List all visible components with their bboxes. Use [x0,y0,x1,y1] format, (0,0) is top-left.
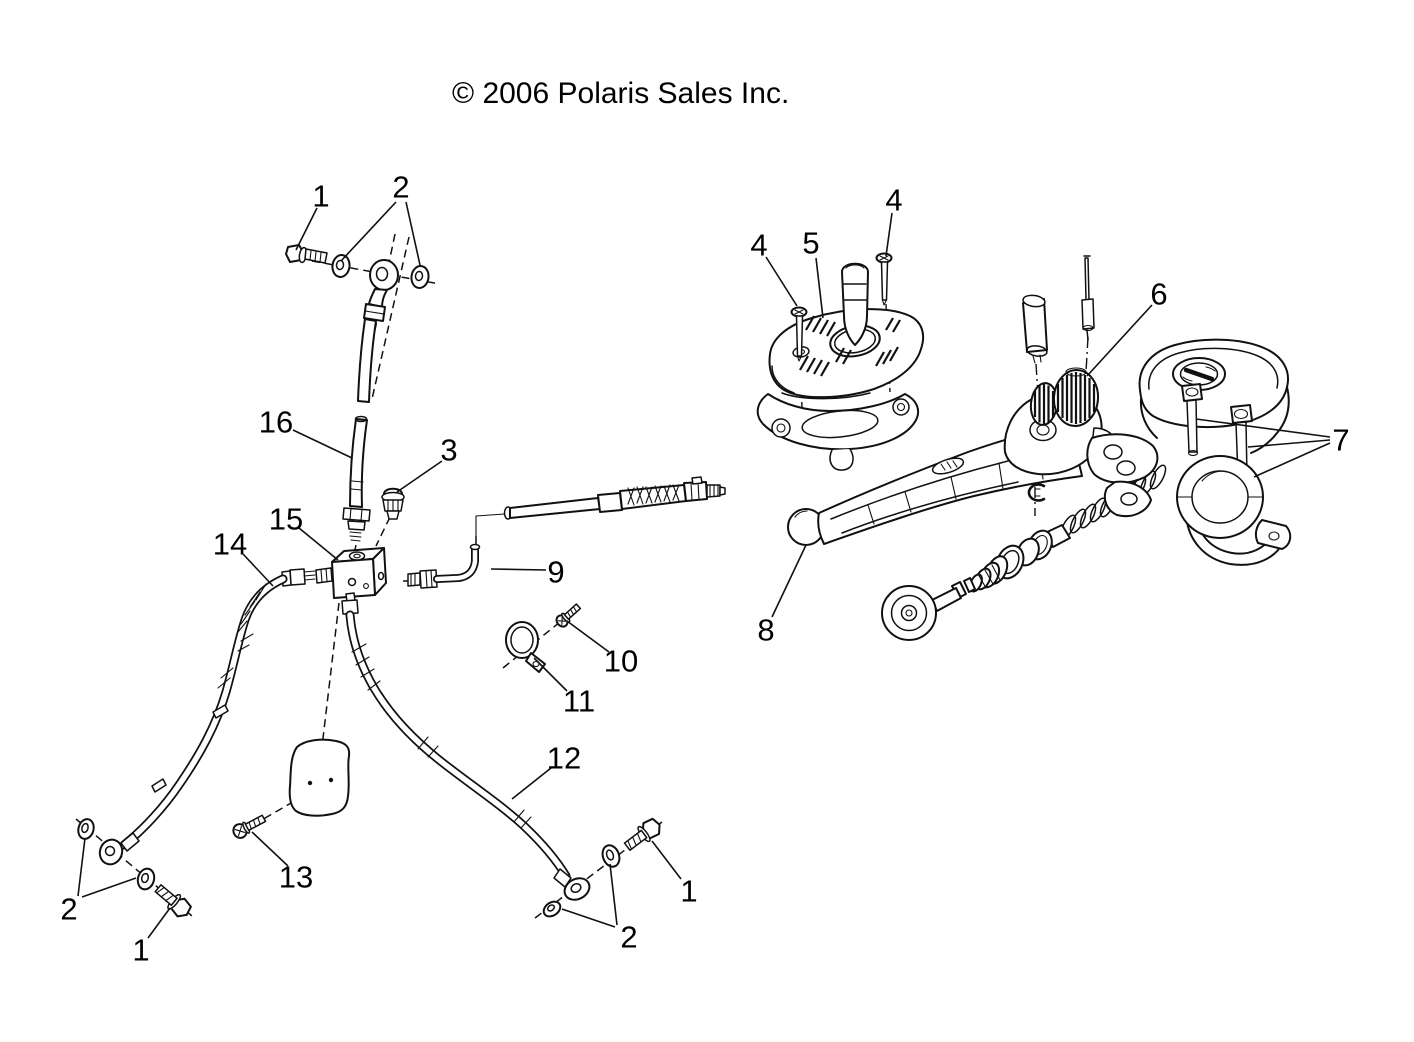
callout-label-4: 4 [750,228,767,263]
banjo-bolt-bottom-mid [623,817,661,851]
banjo-bolt-bottom-left [154,884,192,918]
callout-leader-14 [242,553,274,587]
screw-13 [232,814,267,839]
callout-label-16: 16 [259,405,293,440]
callout-leader-2 [81,877,137,898]
callout-label-11: 11 [563,684,595,719]
callout-leader-8 [771,544,807,618]
washer-bottom-mid-a [601,844,621,868]
callout-label-2: 2 [392,170,409,205]
alignment-dashes [75,233,1089,919]
brake-line-9-elbow [407,513,506,589]
pivot-bolt-top [285,244,328,264]
piston-assembly [881,464,1167,641]
callout-leader-7 [1253,442,1331,478]
washer-bottom-left-a [77,818,95,840]
callout-label-2: 2 [620,920,637,955]
callout-label-1: 1 [680,874,697,909]
callout-leader-7 [1195,418,1331,438]
reservoir-base [756,393,920,471]
plunger-pin [1022,294,1048,364]
washer-top-left [331,254,351,278]
callout-label-14: 14 [213,527,247,562]
callout-leader-7 [1247,439,1331,448]
callout-label-4: 4 [885,183,902,218]
cover-screw-4-left [790,306,808,362]
washer-bottom-mid-b [542,900,562,918]
callout-label-3: 3 [440,433,457,468]
callout-leader-3 [396,460,443,493]
mounting-pad [288,738,351,817]
master-cylinder-body [1086,338,1292,566]
knurled-adjuster [1029,367,1100,427]
callout-leader-10 [566,620,610,653]
callout-leader-2 [561,908,616,928]
callout-leader-1 [147,907,171,939]
callout-label-9: 9 [547,555,564,590]
callout-label-10: 10 [604,644,638,679]
callout-label-1: 1 [132,933,149,968]
reservoir-cover [768,308,925,400]
pressure-switch-fitting [381,487,405,520]
callout-label-1: 1 [312,179,329,214]
cover-screw-4-right [875,252,893,306]
brake-line-9-long-section [503,476,726,520]
callout-leader-1 [295,207,318,251]
callout-leader-11 [533,657,568,692]
callout-leader-1 [651,840,682,880]
callout-leader-2 [405,201,421,266]
callout-leader-2 [609,863,618,926]
callout-label-2: 2 [60,892,77,927]
rod-end-eyelet [363,259,399,322]
brake-hose-12 [341,592,591,901]
callout-leader-6 [1086,304,1153,377]
callout-label-6: 6 [1150,277,1167,312]
callout-label-5: 5 [802,226,819,261]
copyright-text: © 2006 Polaris Sales Inc. [452,77,789,110]
washer-bottom-left-b [136,867,156,891]
callout-leader-2 [77,837,86,897]
junction-block [315,547,387,599]
callout-leader-12 [511,767,552,800]
callout-label-8: 8 [757,613,774,648]
callout-leader-13 [251,831,289,867]
callout-leader-5 [815,257,824,319]
callout-label-15: 15 [269,502,303,537]
callout-leader-4 [765,256,798,307]
brake-hose-14 [98,568,316,866]
callout-leader-16 [292,429,353,459]
clevis-pin [1081,255,1095,341]
hose-16-vertical [342,415,371,542]
washer-top-right [410,265,430,289]
cable-clamp-11 [505,621,546,673]
callout-leader-2 [340,201,397,262]
callout-leader-4 [885,212,893,257]
brake-rod-upper [357,318,377,403]
e-clip [1027,483,1046,502]
callout-leader-9 [490,568,547,571]
callout-label-13: 13 [279,860,313,895]
callout-label-7: 7 [1332,423,1349,458]
clamp-screw-10 [555,603,582,628]
callout-leader-15 [298,527,339,561]
rubber-boot-plug [841,262,869,346]
callout-label-12: 12 [547,741,581,776]
